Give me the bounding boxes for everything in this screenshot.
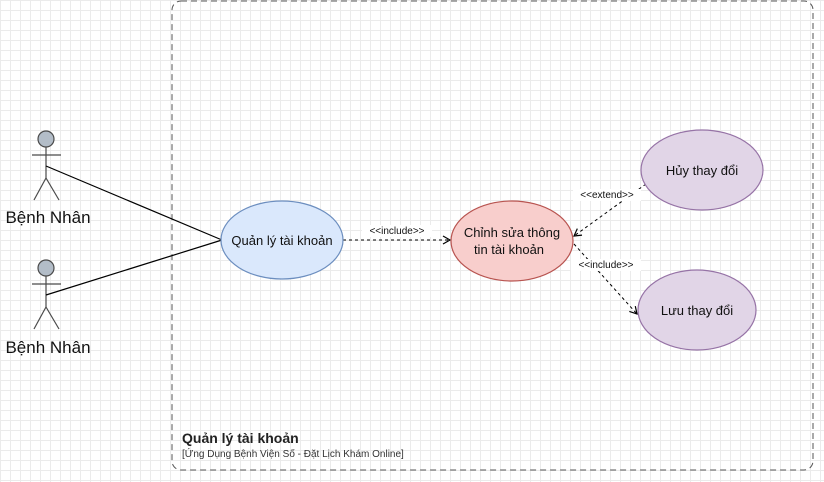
use-case-label-line1: Chỉnh sửa thông [464,225,560,240]
use-case-label: Hủy thay đổi [666,163,738,178]
use-case-cancel-changes[interactable]: Hủy thay đổi [640,129,764,211]
use-case-manage-account[interactable]: Quản lý tài khoản [220,200,344,280]
use-case-edit-account[interactable]: Chỉnh sửa thông tin tài khoản [450,200,574,282]
label-bg [573,189,641,201]
actor-head [37,130,55,148]
actor-label: Bệnh Nhân [5,338,90,357]
use-case-shape [450,200,574,282]
boundary-title: Quản lý tài khoản [182,430,299,446]
system-boundary [171,0,814,471]
use-case-label: Quản lý tài khoản [231,233,332,248]
actor-head [37,259,55,277]
label-bg [571,259,641,271]
extend-label-cancel: <<extend>> [580,190,634,201]
use-case-save-changes[interactable]: Lưu thay đổi [637,269,757,351]
actor-benh-nhan-1[interactable]: Bệnh Nhân [5,130,91,227]
actor-label: Bệnh Nhân [5,208,90,227]
association-line [45,239,223,296]
include-label-save: <<include>> [578,260,633,271]
actor-benh-nhan-2[interactable]: Bệnh Nhân [5,259,91,357]
association-line [45,165,223,241]
use-case-label: Lưu thay đổi [661,303,733,318]
use-case-shape [640,129,764,211]
include-arrow-save [573,243,638,315]
use-case-shape [637,269,757,351]
include-label-edit: <<include>> [369,226,424,237]
boundary-subtitle: [Ứng Dụng Bệnh Viện Số - Đặt Lịch Khám O… [182,447,404,460]
use-case-label-line2: tin tài khoản [474,242,544,257]
use-case-shape [220,200,344,280]
label-bg [362,225,432,237]
